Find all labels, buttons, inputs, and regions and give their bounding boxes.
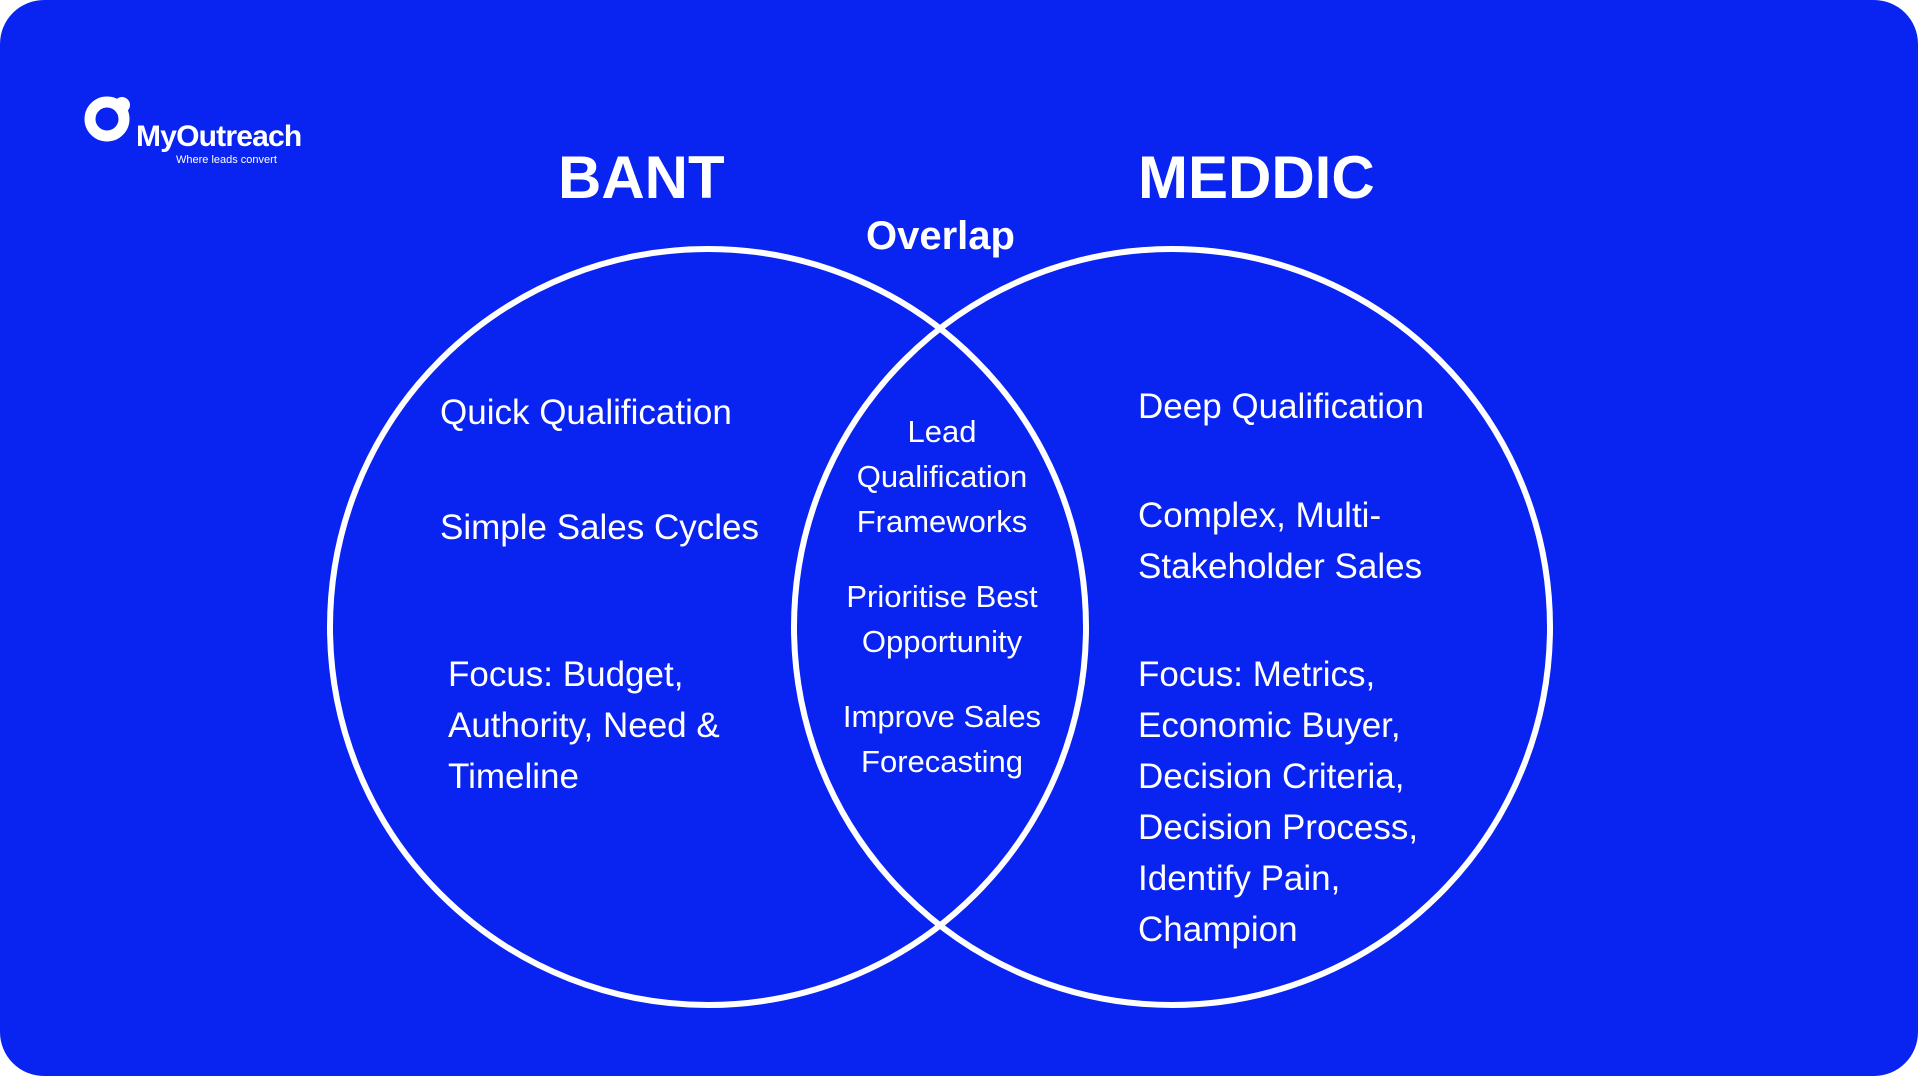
brand-logo: MyOutreach Where leads convert bbox=[82, 92, 322, 172]
overlap-title: Overlap bbox=[866, 214, 1015, 258]
meddic-focus-line: Champion bbox=[1138, 910, 1298, 949]
bant-focus-line: Timeline bbox=[448, 757, 579, 796]
meddic-circle bbox=[791, 246, 1553, 1008]
overlap-line: Improve Sales bbox=[842, 699, 1042, 734]
meddic-title: MEDDIC bbox=[1138, 144, 1375, 211]
overlap-line: Prioritise Best bbox=[846, 579, 1038, 614]
overlap-line: Qualification bbox=[856, 459, 1028, 494]
logo-mark-icon bbox=[84, 96, 130, 142]
meddic-complex-line: Complex, Multi- bbox=[1138, 496, 1382, 535]
bant-title: BANT bbox=[558, 144, 725, 211]
brand-name: MyOutreach bbox=[136, 120, 302, 153]
meddic-focus-line: Focus: Metrics, bbox=[1138, 655, 1376, 694]
bant-focus-line: Focus: Budget, bbox=[448, 655, 684, 694]
overlap-item-forecasting: Improve Sales Forecasting bbox=[812, 694, 1072, 784]
bant-item-focus: Focus: Budget, Authority, Need & Timelin… bbox=[448, 649, 720, 802]
meddic-item-deep-qualification: Deep Qualification bbox=[1138, 387, 1424, 426]
overlap-line: Opportunity bbox=[861, 624, 1023, 659]
bant-focus-line: Authority, Need & bbox=[448, 706, 720, 745]
meddic-item-complex-sales: Complex, Multi- Stakeholder Sales bbox=[1138, 490, 1422, 592]
meddic-focus-line: Decision Process, bbox=[1138, 808, 1419, 847]
meddic-focus-line: Economic Buyer, bbox=[1138, 706, 1401, 745]
overlap-line: Frameworks bbox=[856, 504, 1028, 539]
overlap-line: Lead bbox=[907, 414, 977, 449]
overlap-line: Forecasting bbox=[861, 744, 1023, 779]
overlap-item-lead-frameworks: Lead Qualification Frameworks bbox=[812, 409, 1072, 544]
meddic-complex-line: Stakeholder Sales bbox=[1138, 547, 1423, 586]
bant-item-simple-sales-cycles: Simple Sales Cycles bbox=[440, 508, 759, 547]
overlap-item-prioritise: Prioritise Best Opportunity bbox=[812, 574, 1072, 664]
bant-circle bbox=[327, 246, 1089, 1008]
bant-item-quick-qualification: Quick Qualification bbox=[440, 393, 732, 432]
meddic-focus-line: Decision Criteria, bbox=[1138, 757, 1405, 796]
brand-tagline: Where leads convert bbox=[176, 154, 277, 166]
meddic-focus-line: Identify Pain, bbox=[1138, 859, 1341, 898]
meddic-item-focus: Focus: Metrics, Economic Buyer, Decision… bbox=[1138, 649, 1418, 955]
